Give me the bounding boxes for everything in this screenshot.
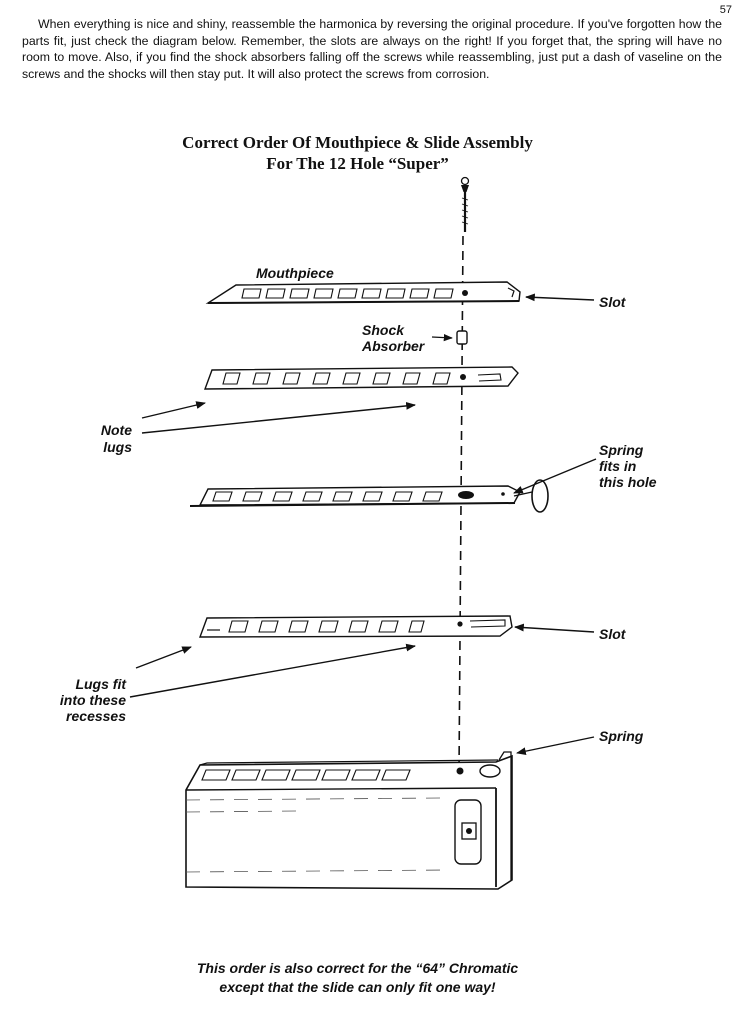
label-shock-line2: Absorber <box>362 338 425 354</box>
label-spring-hole-line1: Spring <box>599 442 644 458</box>
label-note-line1: Note <box>100 422 132 438</box>
label-shock-line1: Shock <box>362 322 405 338</box>
footer-note-line1: This order is also correct for the “64” … <box>196 960 519 976</box>
label-spring: Spring <box>599 728 644 744</box>
diagram-title-line2: For The 12 Hole “Super” <box>266 154 449 173</box>
label-mouthpiece: Mouthpiece <box>256 265 334 281</box>
label-lugs-line3: recesses <box>66 708 126 724</box>
label-spring-hole-line3: this hole <box>599 474 657 490</box>
upper-slide-plate <box>203 366 519 390</box>
lower-slide-plate <box>198 615 513 638</box>
label-slot-bottom: Slot <box>599 626 626 642</box>
label-slot-top: Slot <box>599 294 626 310</box>
diagram-title-line1: Correct Order Of Mouthpiece & Slide Asse… <box>182 133 533 152</box>
shock-absorber-icon <box>431 330 468 345</box>
spring-slide-plate <box>189 479 549 513</box>
footer-note-emphasis: one way! <box>435 979 496 995</box>
label-spring-hole-line2: fits in <box>599 458 637 474</box>
page-number: 57 <box>719 4 732 16</box>
mouthpiece-plate <box>205 281 521 304</box>
screw-icon <box>460 176 470 232</box>
footer-note-line2: except that the slide can only fit one w… <box>0 978 715 997</box>
footer-note-line2-text: except that the slide can only fit <box>219 979 436 995</box>
label-lugs-line1: Lugs fit <box>75 676 126 692</box>
harmonica-body <box>185 751 513 890</box>
leader-lines <box>129 293 597 756</box>
intro-paragraph: When everything is nice and shiny, reass… <box>22 17 722 81</box>
label-lugs-line2: into these <box>59 692 126 708</box>
label-note-line2: lugs <box>103 439 132 455</box>
